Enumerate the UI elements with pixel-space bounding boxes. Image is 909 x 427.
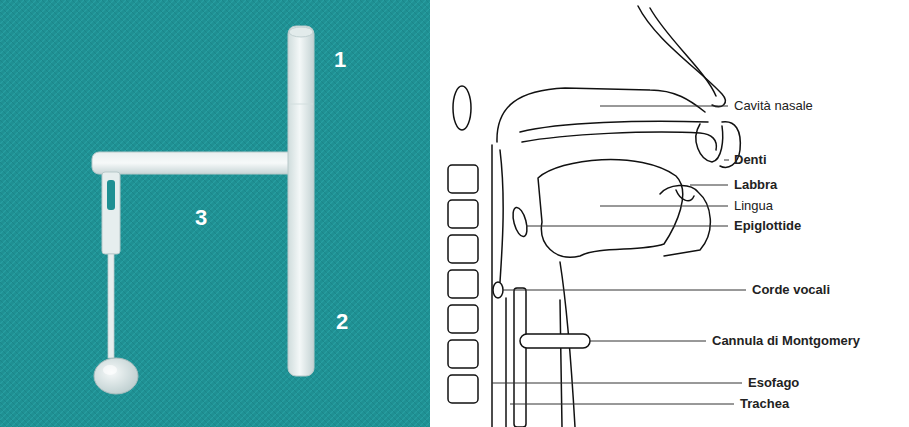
part-label: Esofago [748,376,799,390]
part-label: Labbra [734,178,777,192]
part-label: Epiglottide [734,219,801,233]
part-label: Denti [734,153,767,167]
callout-number: 1 [334,48,346,72]
leader-lines [492,106,746,404]
part-label: Corde vocali [752,283,830,297]
part-label: Lingua [734,199,773,213]
callout-number: 3 [195,206,207,230]
part-label: Trachea [740,397,789,411]
callout-number: 2 [336,310,348,334]
anatomy-drawing [432,0,909,427]
photo-panel [0,0,430,427]
part-label: Cannula di Montgomery [712,334,860,348]
part-label: Cavità nasale [734,99,813,113]
